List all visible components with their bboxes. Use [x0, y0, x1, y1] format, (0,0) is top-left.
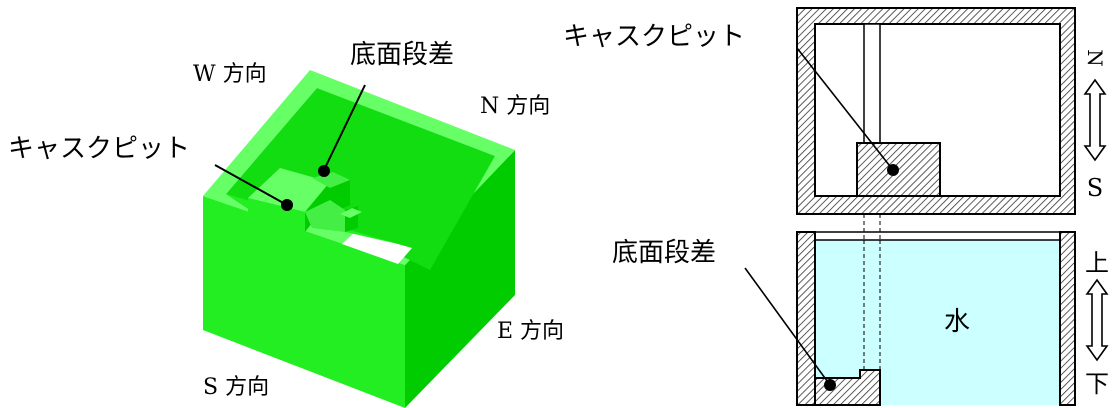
floor-opening [342, 232, 412, 264]
label-e-direction: E 方向 [497, 319, 564, 344]
label-w-direction: W 方向 [193, 62, 267, 87]
arrow-label-down: 下 [1085, 370, 1109, 398]
section-wall-left [796, 231, 816, 406]
plan-walls [796, 7, 1076, 215]
pit-leader-line [214, 164, 288, 206]
section-step-leader-line [744, 267, 831, 386]
plan-pit-leader-line [796, 47, 894, 171]
label-n-direction: N 方向 [480, 94, 550, 119]
pit-leader-dot [281, 199, 293, 211]
arrow-label-up: 上 [1085, 249, 1109, 277]
label-step-section: 底面段差 [612, 238, 716, 268]
north-south-arrow-icon [1083, 78, 1107, 162]
plan-pit-leader-dot [887, 164, 899, 176]
label-step-iso: 底面段差 [350, 40, 454, 70]
label-s-direction: S 方向 [203, 375, 269, 400]
plan-channel [863, 23, 881, 145]
step-leader-dot [318, 165, 330, 177]
pool-right-face [405, 150, 515, 408]
label-water: 水 [944, 307, 970, 337]
label-pit-plan: キャスクピット [563, 22, 745, 52]
floor-step [305, 200, 362, 232]
pool-front-face [203, 196, 405, 408]
arrow-label-n: N [1083, 49, 1107, 67]
section-view: 底面段差 水 上 下 [612, 231, 1109, 406]
section-step-leader-dot [824, 379, 836, 391]
arrow-label-s: S [1087, 174, 1103, 202]
label-pit-iso: キャスクピット [8, 134, 190, 164]
plan-view: キャスクピット N S [563, 7, 1107, 215]
section-wall-right [1059, 231, 1076, 406]
step-leader-line [323, 84, 366, 171]
inner-wall-north [317, 88, 495, 270]
isometric-pool-view: W 方向 底面段差 N 方向 キャスクピット E 方向 S 方向 [8, 40, 564, 408]
up-down-arrow-icon [1085, 278, 1109, 362]
